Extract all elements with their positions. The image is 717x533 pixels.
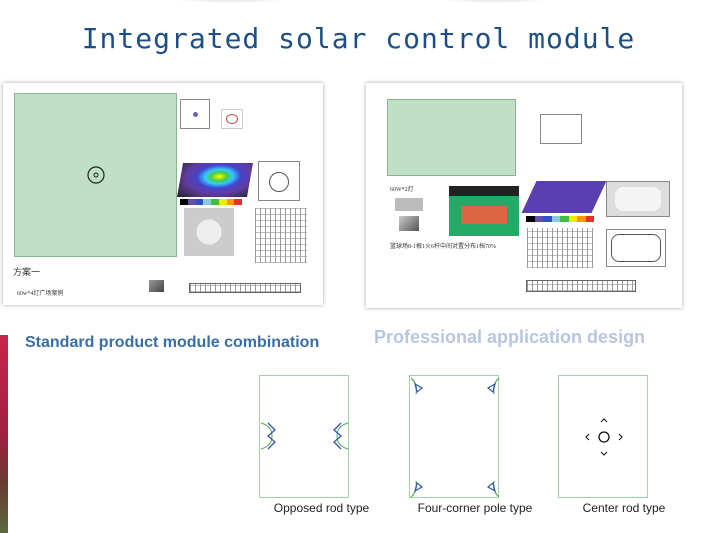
center-rod-diagram (585, 418, 623, 456)
page-title: Integrated solar control module (81, 22, 636, 55)
lighting-report-sheet-2: 60W*2灯 篮球场8-1根1火6杆中间对置分布1档70% (366, 83, 682, 308)
lamp-image-1 (395, 198, 423, 211)
site-plan-field (14, 93, 177, 257)
illuminance-3d-plot (177, 163, 253, 197)
scheme-label: 方案一 (13, 267, 41, 277)
caption-opposed-rod: Opposed rod type (273, 501, 370, 515)
illuminance-3d-plot (521, 181, 607, 213)
center-rod-layout (558, 375, 648, 498)
summary-table (526, 280, 636, 292)
case-label: 篮球场8-1根1火6杆中间对置分布1档70% (390, 244, 496, 250)
opposed-rod-layout (259, 375, 349, 498)
caption-center-rod: Center rod type (582, 501, 666, 515)
grayscale-plot (184, 208, 234, 256)
basketball-court-photo (449, 186, 519, 236)
four-corner-layout (409, 375, 500, 498)
pole-layout (540, 114, 582, 144)
lamp-image-2 (399, 216, 419, 231)
top-shadow (150, 0, 310, 4)
isoline-plot (606, 229, 666, 267)
subtitle-professional: Professional application design (374, 327, 646, 347)
background-photo-strip (0, 335, 8, 533)
lighting-report-sheet-1: 方案一 60w*4灯广场案例 (3, 83, 323, 305)
center-pole-icon (87, 166, 105, 184)
lamp-label: 60W*2灯 (390, 187, 414, 193)
color-scale (180, 199, 242, 205)
case-label: 60w*4灯广场案例 (17, 291, 64, 297)
subtitle-standard: Standard product module combination (25, 334, 320, 351)
value-grid (527, 228, 593, 268)
grayscale-plot (606, 181, 670, 217)
luminaire-plan (180, 99, 210, 129)
polar-curve (221, 109, 243, 129)
color-scale (526, 216, 594, 222)
basketball-site-plan (387, 99, 516, 176)
opposed-rod-diagram (260, 422, 349, 450)
four-corner-diagram (410, 377, 500, 498)
floodlight-image (149, 280, 164, 292)
summary-table (189, 283, 301, 293)
isoline-plot (258, 161, 300, 201)
value-grid (255, 208, 307, 263)
top-shadow (420, 0, 570, 4)
caption-four-corner: Four-corner pole type (417, 501, 533, 515)
